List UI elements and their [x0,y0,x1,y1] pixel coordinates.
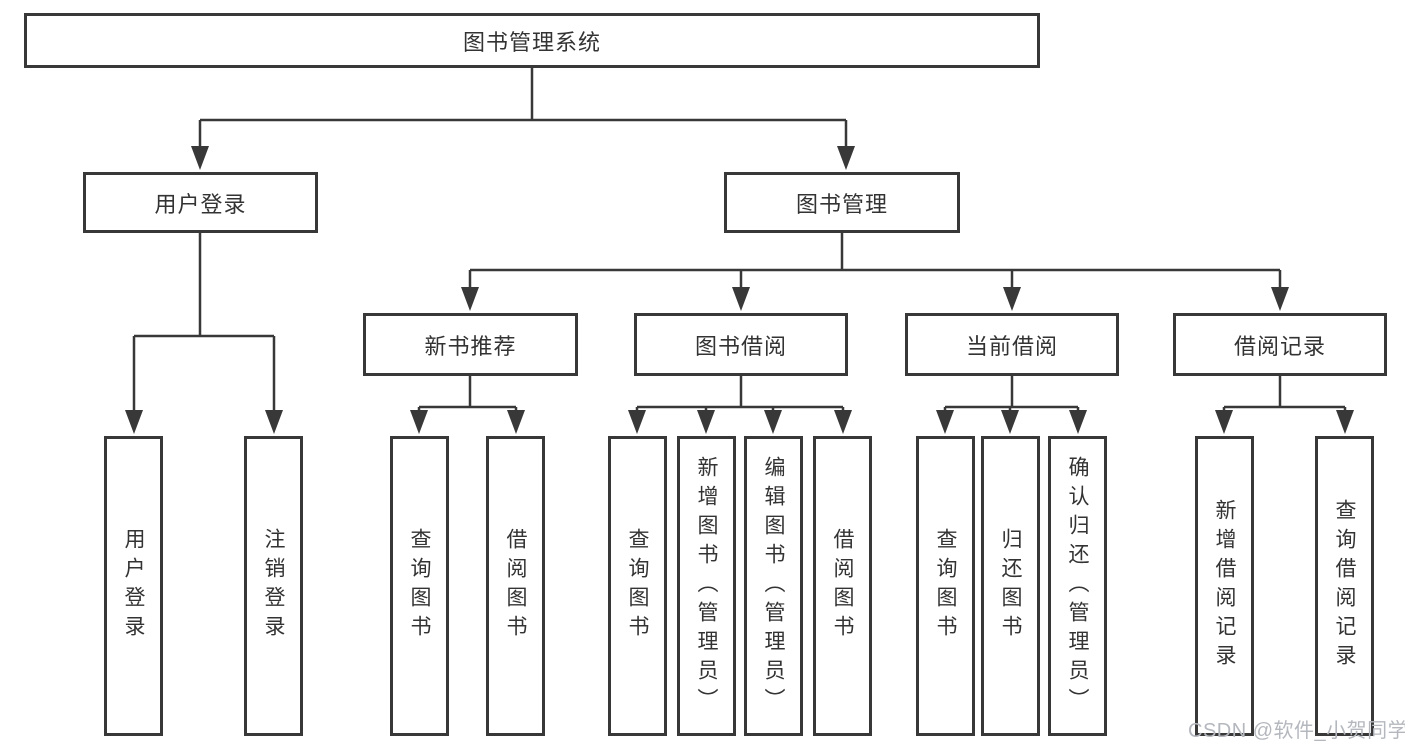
leaf-rec-query-books-label: 查询图书 [408,528,431,644]
leaf-rec-borrow-books-label: 借阅图书 [504,528,527,644]
leaf-records-add-record: 新增借阅记录 [1195,436,1254,736]
node-book-management-label: 图书管理 [795,191,888,217]
leaf-current-return-books-label: 归还图书 [999,528,1022,644]
node-user-login: 用户登录 [83,172,318,233]
node-borrow-records: 借阅记录 [1173,313,1387,376]
leaf-borrow-borrow-books: 借阅图书 [813,436,872,736]
node-root: 图书管理系统 [24,13,1040,68]
node-user-login-label: 用户登录 [154,191,247,217]
leaf-current-confirm-return: 确认归还（管理员） [1048,436,1107,736]
watermark: CSDN @软件_小贺同学 [1188,720,1405,742]
leaf-borrow-query-books-label: 查询图书 [626,528,649,644]
leaf-logout: 注销登录 [244,436,303,736]
node-book-management: 图书管理 [724,172,960,233]
leaf-user-login-label: 用户登录 [122,528,145,644]
leaf-records-add-record-label: 新增借阅记录 [1213,499,1236,673]
leaf-current-confirm-return-label: 确认归还（管理员） [1066,455,1089,717]
leaf-current-return-books: 归还图书 [981,436,1040,736]
leaf-current-query-books-label: 查询图书 [934,528,957,644]
leaf-current-query-books: 查询图书 [916,436,975,736]
leaf-records-query-record: 查询借阅记录 [1315,436,1374,736]
leaf-borrow-edit-books: 编辑图书（管理员） [744,436,803,736]
node-root-label: 图书管理系统 [462,29,601,55]
leaf-borrow-add-books-label: 新增图书（管理员） [695,455,718,717]
leaf-borrow-query-books: 查询图书 [608,436,667,736]
node-current-borrow-label: 当前借阅 [965,333,1058,359]
leaf-borrow-edit-books-label: 编辑图书（管理员） [762,455,785,717]
node-new-book-recommend-label: 新书推荐 [424,333,517,359]
arrowheads [125,146,1354,434]
node-new-book-recommend: 新书推荐 [363,313,578,376]
leaf-records-query-record-label: 查询借阅记录 [1333,499,1356,673]
node-book-borrow-label: 图书借阅 [694,333,787,359]
node-borrow-records-label: 借阅记录 [1233,333,1326,359]
leaf-borrow-borrow-books-label: 借阅图书 [831,528,854,644]
leaf-rec-borrow-books: 借阅图书 [486,436,545,736]
leaf-user-login: 用户登录 [104,436,163,736]
node-book-borrow: 图书借阅 [634,313,848,376]
node-current-borrow: 当前借阅 [905,313,1119,376]
leaf-rec-query-books: 查询图书 [390,436,449,736]
leaf-borrow-add-books: 新增图书（管理员） [677,436,736,736]
leaf-logout-label: 注销登录 [262,528,285,644]
